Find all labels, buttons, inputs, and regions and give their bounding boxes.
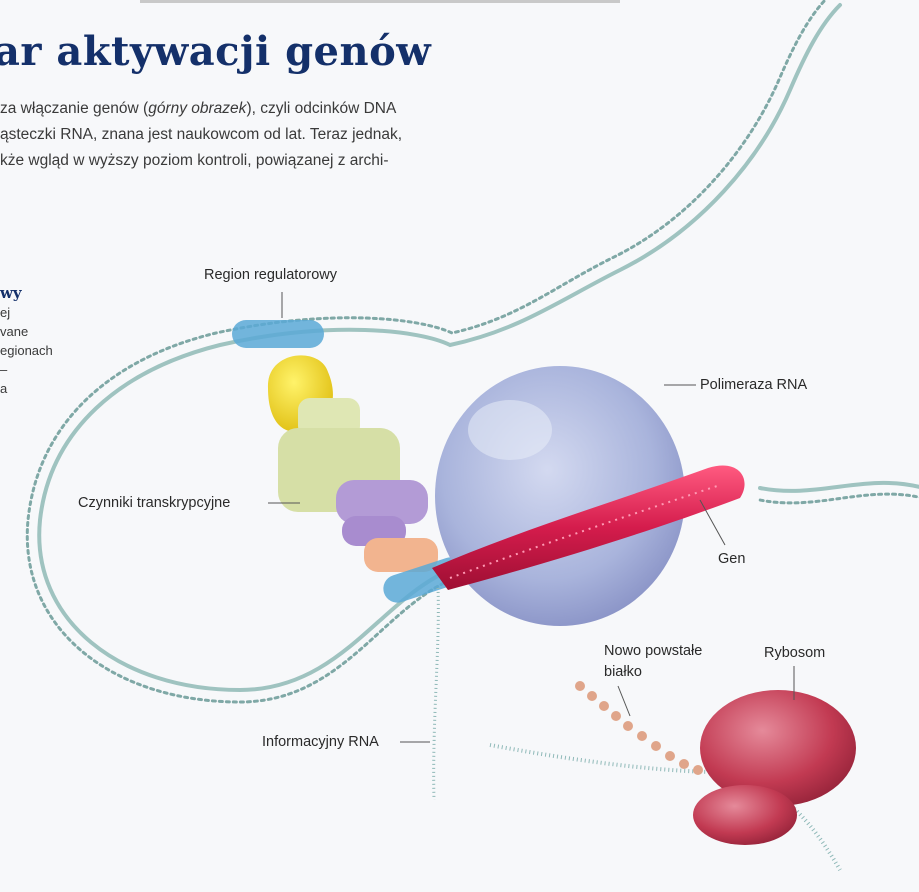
label-nowo-powstale-bialko-line2: białko xyxy=(604,663,642,681)
messenger-rna xyxy=(434,588,439,800)
label-nowo-powstale-bialko-line1: Nowo powstałe xyxy=(604,642,702,660)
label-czynniki-transkrypcyjne: Czynniki transkrypcyjne xyxy=(78,494,230,512)
dna-strand-b xyxy=(27,0,919,702)
protein-leader xyxy=(618,686,630,716)
dna-loop xyxy=(27,0,919,702)
ribosome-small xyxy=(693,785,797,845)
label-rybosom: Rybosom xyxy=(764,644,825,662)
transcription-factors xyxy=(268,355,438,572)
regulatory-region xyxy=(232,320,324,348)
rna-polymerase-highlight xyxy=(468,400,552,460)
label-polimeraza-rna: Polimeraza RNA xyxy=(700,376,807,394)
label-informacyjny-rna: Informacyjny RNA xyxy=(262,733,379,751)
nascent-protein xyxy=(575,681,703,775)
label-region-regulatorowy: Region regulatorowy xyxy=(204,266,337,284)
label-gen: Gen xyxy=(718,550,745,568)
